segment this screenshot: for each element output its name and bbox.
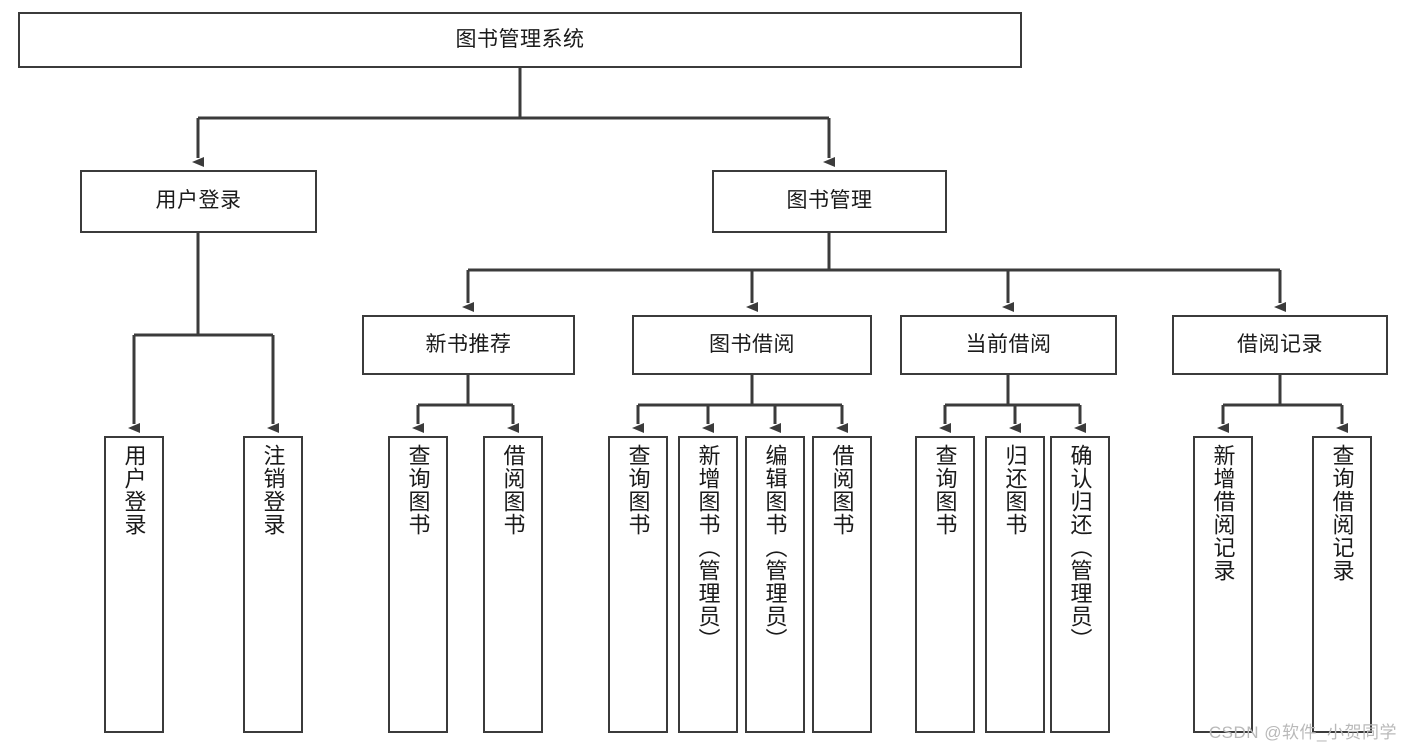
leaf-borrow-book-label: 借阅图书	[829, 444, 855, 536]
node-book-management-label: 图书管理	[786, 189, 873, 213]
leaf-borrow-book[interactable]: 借阅图书	[812, 436, 872, 733]
node-root[interactable]: 图书管理系统	[18, 12, 1022, 68]
leaf-query-book-borrow-label: 查询图书	[625, 444, 651, 536]
leaf-return-book-label: 归还图书	[1002, 444, 1028, 536]
node-borrow-record[interactable]: 借阅记录	[1172, 315, 1388, 375]
leaf-add-book-admin-label: 新增图书（管理员）	[695, 444, 721, 651]
leaf-edit-book-admin[interactable]: 编辑图书（管理员）	[745, 436, 805, 733]
watermark: CSDN @软件_小贺同学	[1208, 723, 1397, 742]
node-current-borrow[interactable]: 当前借阅	[900, 315, 1117, 375]
leaf-confirm-return-admin[interactable]: 确认归还（管理员）	[1050, 436, 1110, 733]
leaf-query-book-borrow[interactable]: 查询图书	[608, 436, 668, 733]
leaf-query-book-current-label: 查询图书	[932, 444, 958, 536]
leaf-query-book-current[interactable]: 查询图书	[915, 436, 975, 733]
leaf-borrow-book-recommend[interactable]: 借阅图书	[483, 436, 543, 733]
leaf-borrow-book-recommend-label: 借阅图书	[500, 444, 526, 536]
node-new-book-recommend-label: 新书推荐	[425, 332, 512, 356]
node-current-borrow-label: 当前借阅	[965, 332, 1052, 356]
leaf-add-borrow-record[interactable]: 新增借阅记录	[1193, 436, 1253, 733]
leaf-query-borrow-record-label: 查询借阅记录	[1329, 444, 1355, 582]
leaf-query-book-recommend-label: 查询图书	[405, 444, 431, 536]
node-book-management[interactable]: 图书管理	[712, 170, 947, 233]
leaf-return-book[interactable]: 归还图书	[985, 436, 1045, 733]
node-user-login-label: 用户登录	[155, 189, 242, 213]
leaf-query-book-recommend[interactable]: 查询图书	[388, 436, 448, 733]
leaf-logout-label: 注销登录	[260, 444, 286, 536]
leaf-query-borrow-record[interactable]: 查询借阅记录	[1312, 436, 1372, 733]
node-book-borrow[interactable]: 图书借阅	[632, 315, 872, 375]
leaf-user-login-label: 用户登录	[121, 444, 147, 536]
leaf-add-book-admin[interactable]: 新增图书（管理员）	[678, 436, 738, 733]
node-user-login[interactable]: 用户登录	[80, 170, 317, 233]
leaf-logout[interactable]: 注销登录	[243, 436, 303, 733]
node-book-borrow-label: 图书借阅	[709, 332, 795, 356]
node-root-label: 图书管理系统	[455, 27, 585, 51]
leaf-add-borrow-record-label: 新增借阅记录	[1210, 444, 1236, 582]
leaf-confirm-return-admin-label: 确认归还（管理员）	[1067, 444, 1093, 651]
leaf-edit-book-admin-label: 编辑图书（管理员）	[762, 444, 788, 651]
node-new-book-recommend[interactable]: 新书推荐	[362, 315, 575, 375]
node-borrow-record-label: 借阅记录	[1237, 332, 1323, 356]
leaf-user-login[interactable]: 用户登录	[104, 436, 164, 733]
